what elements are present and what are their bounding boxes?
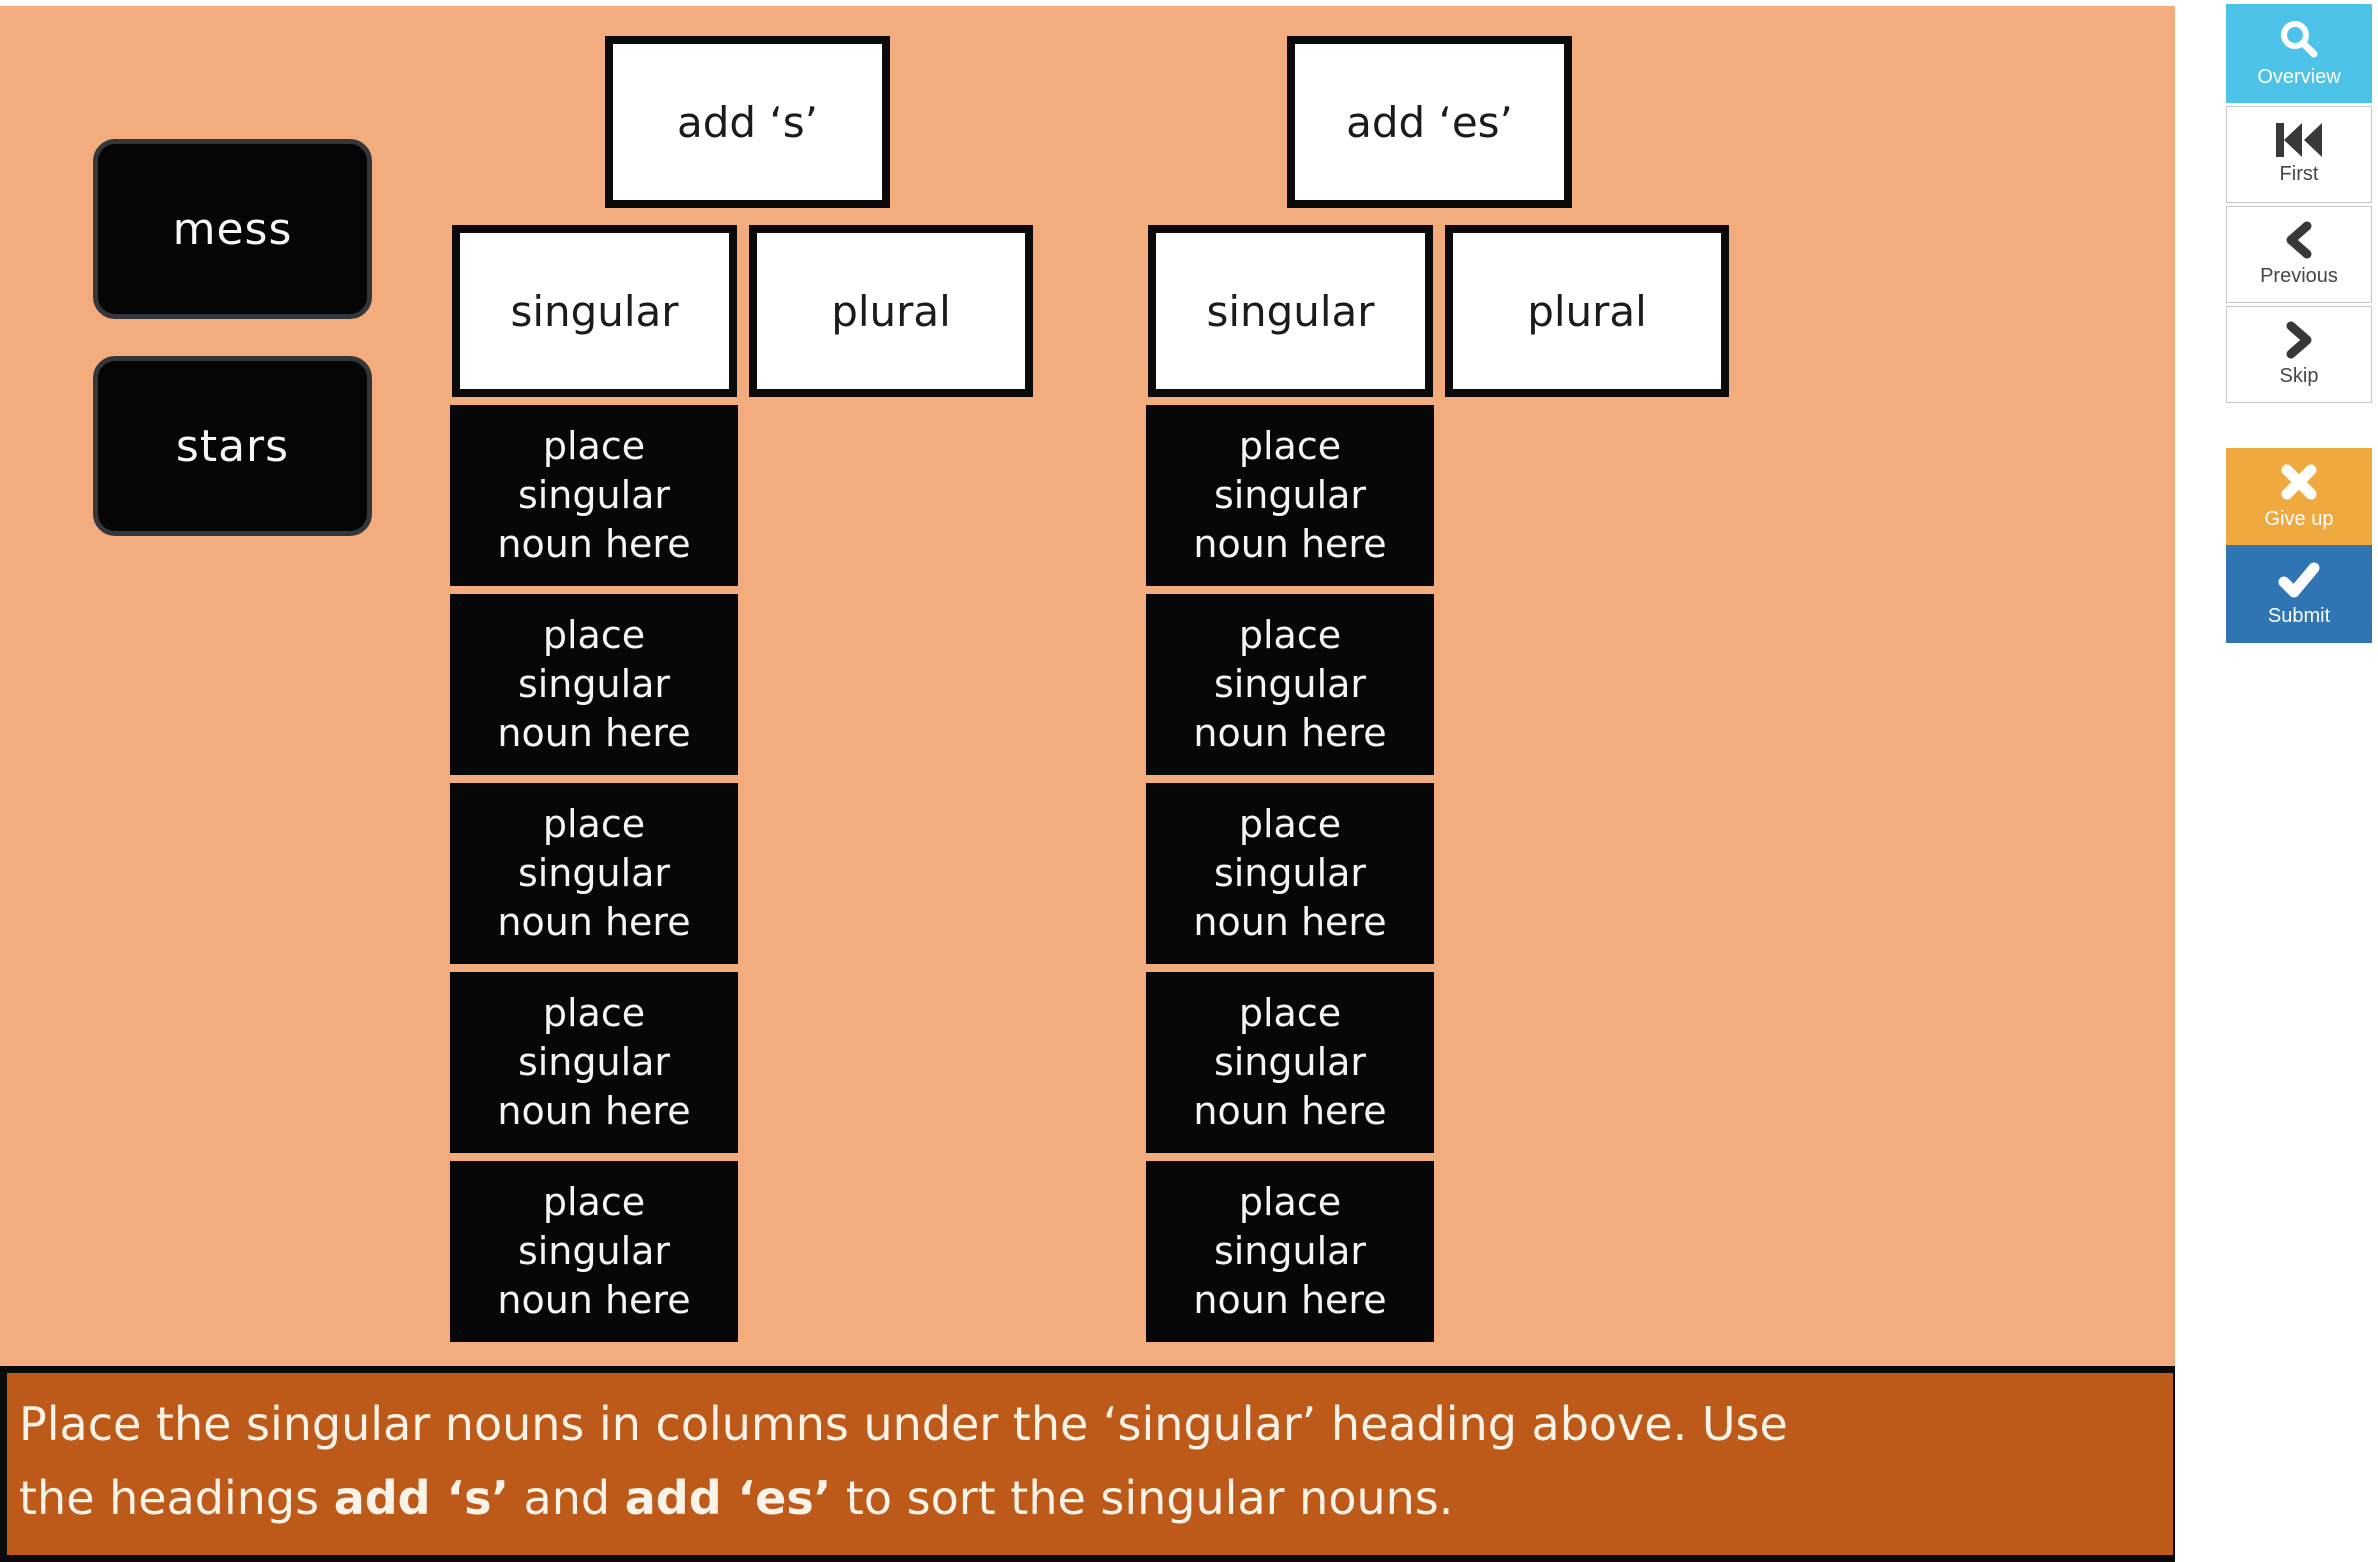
column-label-singular-1: singular <box>452 225 737 397</box>
previous-button[interactable]: Previous <box>2226 206 2372 303</box>
skip-button[interactable]: Skip <box>2226 306 2372 403</box>
control-sidebar: Overview First Previous Skip <box>2175 0 2378 1562</box>
check-icon <box>2278 562 2320 597</box>
instruction-text: the headings <box>19 1471 334 1525</box>
overview-button[interactable]: Overview <box>2226 4 2372 103</box>
word-card-stars[interactable]: stars <box>93 356 372 536</box>
chevron-right-icon <box>2286 321 2312 359</box>
previous-label: Previous <box>2260 265 2338 287</box>
overview-label: Overview <box>2257 66 2341 88</box>
column-label-plural-2: plural <box>1445 225 1729 397</box>
instruction-line-2: the headings add ‘s’ and add ‘es’ to sor… <box>19 1461 2153 1535</box>
give-up-button[interactable]: Give up <box>2226 448 2372 545</box>
magnifier-icon <box>2281 21 2318 58</box>
skip-to-start-icon <box>2276 123 2322 157</box>
word-card-mess[interactable]: mess <box>93 139 372 319</box>
column-label-plural-1: plural <box>749 225 1033 397</box>
drop-slot-add-es-3[interactable]: place singular noun here <box>1146 783 1434 964</box>
give-up-label: Give up <box>2264 508 2334 530</box>
instruction-bold-add-s: add ‘s’ <box>333 1471 509 1525</box>
drop-slot-add-s-1[interactable]: place singular noun here <box>450 405 738 586</box>
drop-slot-add-es-5[interactable]: place singular noun here <box>1146 1161 1434 1342</box>
submit-label: Submit <box>2267 604 2331 627</box>
x-icon <box>2281 464 2317 500</box>
group-heading-add-s: add ‘s’ <box>605 36 890 208</box>
submit-button[interactable]: Submit <box>2226 545 2372 643</box>
instruction-text: to sort the singular nouns. <box>831 1471 1454 1525</box>
drop-slot-add-es-2[interactable]: place singular noun here <box>1146 594 1434 775</box>
group-heading-add-es: add ‘es’ <box>1287 36 1572 208</box>
activity-board: mess stars add ‘s’ singular plural place… <box>0 6 2180 1562</box>
chevron-left-icon <box>2286 221 2312 259</box>
first-label: First <box>2279 163 2319 185</box>
drop-slot-add-s-5[interactable]: place singular noun here <box>450 1161 738 1342</box>
instruction-banner: Place the singular nouns in columns unde… <box>0 1366 2180 1562</box>
drop-slot-add-es-4[interactable]: place singular noun here <box>1146 972 1434 1153</box>
column-label-singular-2: singular <box>1148 225 1433 397</box>
drop-slot-add-es-1[interactable]: place singular noun here <box>1146 405 1434 586</box>
skip-label: Skip <box>2279 365 2319 387</box>
instruction-line-1: Place the singular nouns in columns unde… <box>19 1397 1788 1451</box>
instruction-bold-add-es: add ‘es’ <box>624 1471 832 1525</box>
drop-slot-add-s-2[interactable]: place singular noun here <box>450 594 738 775</box>
first-button[interactable]: First <box>2226 106 2372 203</box>
drop-slot-add-s-4[interactable]: place singular noun here <box>450 972 738 1153</box>
instruction-text: and <box>508 1471 625 1525</box>
drop-slot-add-s-3[interactable]: place singular noun here <box>450 783 738 964</box>
